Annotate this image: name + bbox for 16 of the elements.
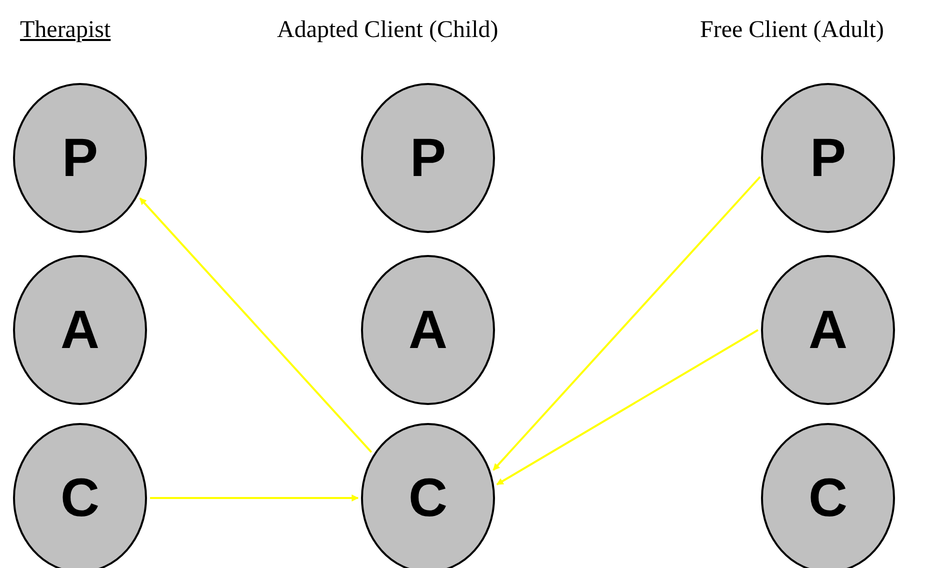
ego-state-circle: C: [361, 423, 495, 568]
ego-state-circle: P: [361, 83, 495, 233]
arrow: [150, 494, 359, 502]
ego-state-circle: P: [761, 83, 895, 233]
ego-state-circle: C: [761, 423, 895, 568]
column-heading: Free Client (Adult): [700, 16, 884, 45]
column-heading: Therapist: [20, 16, 111, 45]
arrow: [139, 198, 372, 453]
ego-state-circle: A: [361, 255, 495, 405]
ego-state-circle: A: [761, 255, 895, 405]
column-heading: Adapted Client (Child): [277, 16, 498, 45]
ego-state-circle: A: [13, 255, 147, 405]
arrow: [496, 329, 758, 486]
ego-state-circle: C: [13, 423, 147, 568]
ego-state-circle: P: [13, 83, 147, 233]
arrow: [492, 176, 761, 471]
